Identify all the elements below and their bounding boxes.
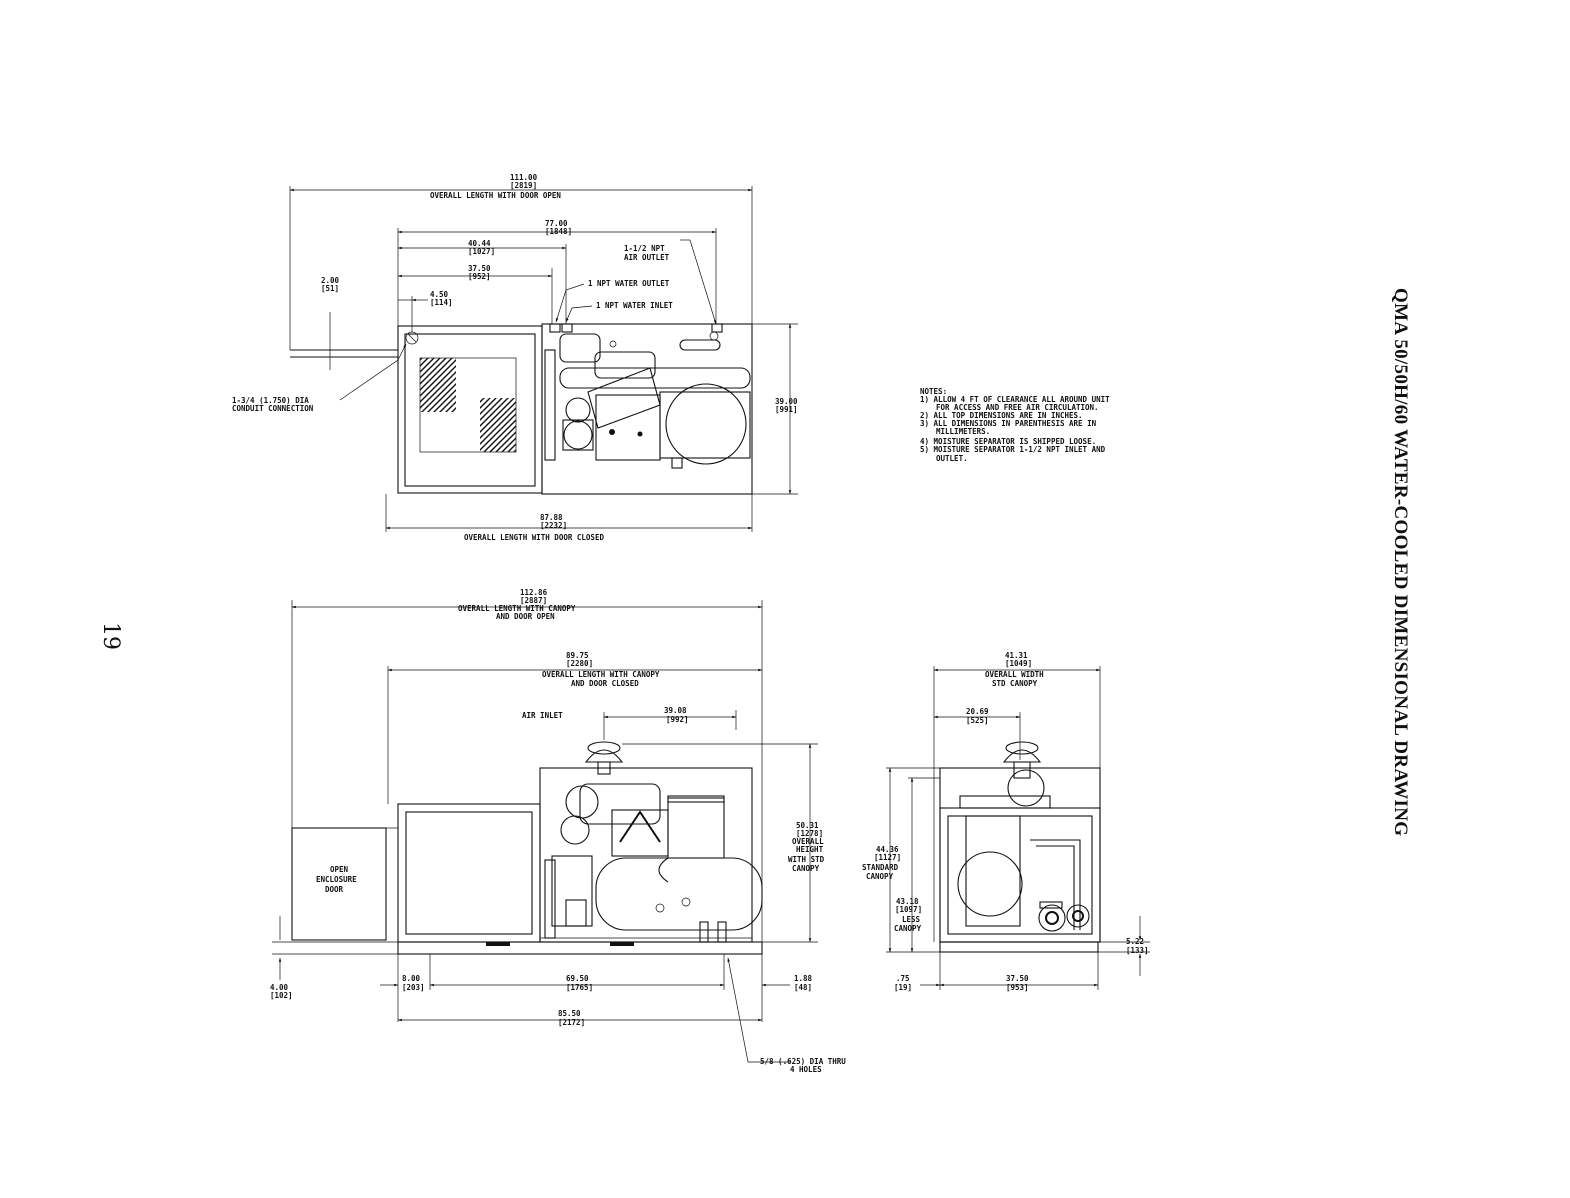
label-height-4: CANOPY [792, 864, 820, 873]
dim-height: 50.31 [796, 821, 819, 830]
side-view: OPEN ENCLOSURE DOOR [270, 588, 846, 1074]
dim-overall-length-door-closed-mm: [2232] [540, 521, 567, 530]
dim-overall-canopy-open: 112.86 [520, 588, 548, 597]
dim-2: 2.00 [321, 276, 340, 285]
label-open-door-3: DOOR [325, 885, 344, 894]
dim-5-mm: [133] [1126, 946, 1149, 955]
dim-overall-length-door-open: 111.00 [510, 173, 538, 182]
dim-5: 5.22 [1126, 937, 1144, 946]
label-height-3: WITH STD [788, 855, 825, 864]
dim-75-mm: [19] [894, 983, 912, 992]
dim-overall-canopy-closed-mm: [2280] [566, 659, 593, 668]
dim-37: 37.50 [468, 264, 491, 273]
label-overall-width-2: STD CANOPY [992, 679, 1038, 688]
label-overall-canopy-open-1: OVERALL LENGTH WITH CANOPY [458, 604, 576, 613]
page-number: 19 [98, 622, 123, 650]
top-view: 111.00 [2819] OVERALL LENGTH WITH DOOR O… [232, 173, 798, 542]
dim-less-canopy: 43.18 [896, 897, 919, 906]
label-std-canopy-1: STANDARD [862, 863, 899, 872]
label-overall-length-door-open: OVERALL LENGTH WITH DOOR OPEN [430, 191, 561, 200]
label-open-door-2: ENCLOSURE [316, 875, 357, 884]
label-overall-width-1: OVERALL WIDTH [985, 670, 1044, 679]
dim-less-canopy-mm: [1097] [895, 905, 922, 914]
dim-depth-mm: [991] [775, 405, 798, 414]
dim-overall-width: 41.31 [1005, 651, 1028, 660]
dim-77: 77.00 [545, 219, 568, 228]
dim-77-mm: [1848] [545, 227, 572, 236]
dim-overall-length-door-open-mm: [2819] [510, 181, 537, 190]
dim-39-mm: [992] [666, 715, 689, 724]
label-holes-2: 4 HOLES [790, 1065, 822, 1074]
note-line: 5) MOISTURE SEPARATOR 1-1/2 NPT INLET AN… [920, 445, 1106, 454]
dim-overall-length-door-closed: 87.88 [540, 513, 563, 522]
label-open-door-1: OPEN [330, 865, 349, 874]
note-line: MILLIMETERS. [936, 427, 990, 436]
label-air-outlet-1: 1-1/2 NPT [624, 244, 665, 253]
label-conduit-2: CONDUIT CONNECTION [232, 404, 314, 413]
dim-69: 69.50 [566, 974, 589, 983]
dim-base-4-mm: [102] [270, 991, 293, 1000]
dim-20: 20.69 [966, 707, 989, 716]
dim-overall-width-mm: [1049] [1005, 659, 1032, 668]
dim-std-canopy: 44.36 [876, 845, 899, 854]
note-line: 3) ALL DIMENSIONS IN PARENTHESIS ARE IN [920, 419, 1097, 428]
label-less-canopy-2: CANOPY [894, 924, 922, 933]
dim-8-mm: [203] [402, 983, 425, 992]
dim-85-mm: [2172] [558, 1018, 585, 1027]
note-line: FOR ACCESS AND FREE AIR CIRCULATION. [936, 403, 1099, 412]
end-view: 41.31 [1049] OVERALL WIDTH STD CANOPY 20… [862, 651, 1150, 992]
label-conduit-1: 1-3/4 (1.750) DIA [232, 396, 309, 405]
dim-1-mm: [48] [794, 983, 812, 992]
dim-height-mm: [1278] [796, 829, 823, 838]
dim-20-mm: [525] [966, 716, 989, 725]
label-less-canopy-1: LESS [902, 915, 921, 924]
dim-base-4: 4.00 [270, 983, 289, 992]
label-overall-canopy-open-2: AND DOOR OPEN [496, 612, 555, 621]
notes: NOTES: 1) ALLOW 4 FT OF CLEARANCE ALL AR… [920, 387, 1110, 463]
dim-end-37-mm: [953] [1006, 983, 1029, 992]
label-height-2: HEIGHT [796, 845, 824, 854]
dim-2-mm: [51] [321, 284, 339, 293]
label-water-inlet: 1 NPT WATER INLET [596, 301, 673, 310]
note-line: 4) MOISTURE SEPARATOR IS SHIPPED LOOSE. [920, 437, 1096, 446]
dim-overall-canopy-open-mm: [2887] [520, 596, 547, 605]
notes-heading: NOTES: [920, 387, 947, 396]
note-line: 2) ALL TOP DIMENSIONS ARE IN INCHES. [920, 411, 1083, 420]
dim-85: 85.50 [558, 1009, 581, 1018]
label-air-inlet: AIR INLET [522, 711, 563, 720]
label-holes-1: 5/8 (.625) DIA THRU [760, 1057, 846, 1066]
label-height-1: OVERALL [792, 837, 824, 846]
label-water-outlet: 1 NPT WATER OUTLET [588, 279, 670, 288]
dim-1: 1.88 [794, 974, 813, 983]
dim-overall-canopy-closed: 89.75 [566, 651, 589, 660]
dim-69-mm: [1765] [566, 983, 593, 992]
dim-end-37: 37.50 [1006, 974, 1029, 983]
dim-40: 40.44 [468, 239, 491, 248]
label-air-outlet-2: AIR OUTLET [624, 253, 670, 262]
label-overall-canopy-closed-1: OVERALL LENGTH WITH CANOPY [542, 670, 660, 679]
label-overall-length-door-closed: OVERALL LENGTH WITH DOOR CLOSED [464, 533, 604, 542]
dim-4: 4.50 [430, 290, 449, 299]
dim-std-canopy-mm: [1127] [874, 853, 901, 862]
dim-40-mm: [1027] [468, 247, 495, 256]
dim-4-mm: [114] [430, 298, 453, 307]
dim-8: 8.00 [402, 974, 421, 983]
drawing-title: QMA 50/50H/60 WATER-COOLED DIMENSIONAL D… [1390, 288, 1411, 836]
note-line: 1) ALLOW 4 FT OF CLEARANCE ALL AROUND UN… [920, 395, 1110, 404]
label-std-canopy-2: CANOPY [866, 872, 894, 881]
dim-39: 39.08 [664, 706, 687, 715]
dim-depth: 39.00 [775, 397, 798, 406]
dim-37-mm: [952] [468, 272, 491, 281]
dim-75: .75 [896, 974, 910, 983]
note-line: OUTLET. [936, 454, 968, 463]
label-overall-canopy-closed-2: AND DOOR CLOSED [571, 679, 639, 688]
